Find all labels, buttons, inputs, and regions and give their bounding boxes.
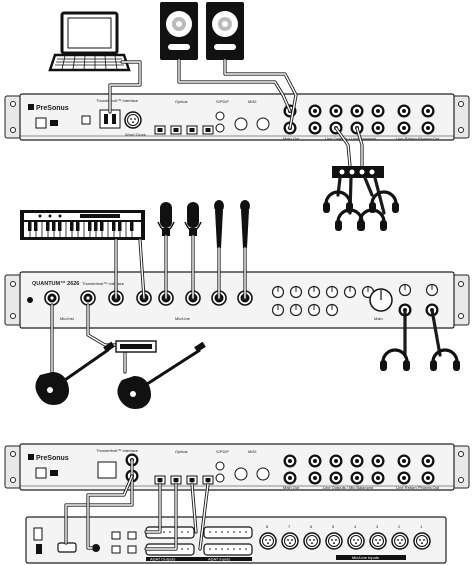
optical-label: Optical — [175, 99, 188, 104]
channel-number: 8 — [266, 524, 269, 529]
channel-number: 4 — [354, 524, 357, 529]
channel-number: 5 — [332, 524, 335, 529]
expander-unit: ADAT Outputs ADAT Inputs 8 7 6 5 4 3 2 1… — [25, 516, 447, 564]
top-rear-panel: PreSonus Thunderbolt™ Interface Word Clo… — [4, 93, 470, 141]
thunderbolt-label: Thunderbolt™ Interface — [96, 448, 139, 453]
electric-guitar-icon — [35, 341, 115, 405]
studio-monitor-icon — [206, 2, 244, 60]
midi-label: MIDI — [248, 449, 256, 454]
mic-line-label: Mic/Line — [175, 316, 191, 321]
laptop-icon — [48, 11, 131, 72]
channel-number: 1 — [420, 524, 423, 529]
adat-outputs-label: ADAT Outputs — [150, 557, 175, 562]
spdif-label: S/PDIF — [216, 99, 229, 104]
line-return-label: Line Return — [396, 136, 417, 141]
headphone-amp-icon — [332, 166, 384, 178]
bottom-rear-panel: PreSonus Thunderbolt™ Interface Optical … — [4, 443, 470, 491]
dynamic-mic-icon — [214, 200, 224, 248]
adat-inputs-label: ADAT Inputs — [208, 557, 230, 562]
phones-out-label: Phones Out — [418, 136, 440, 141]
headphones-icon — [428, 348, 462, 373]
channel-number: 6 — [310, 524, 313, 529]
channel-number: 3 — [376, 524, 379, 529]
studio-monitor-icon — [160, 2, 198, 60]
brand-logo: PreSonus — [36, 455, 69, 462]
mic-inst-label: Mic/Inst — [60, 316, 75, 321]
wordclock-label: Word Clock — [125, 132, 146, 137]
brand-logo: PreSonus — [36, 105, 69, 112]
main-label: Main — [374, 316, 383, 321]
thunderbolt-label: Thunderbolt™ Interface — [82, 281, 125, 286]
condenser-mic-icon — [184, 202, 202, 236]
phones-out-label: Phones Out — [418, 485, 440, 490]
line-outputs-label: Line Outputs / Mic Balanced — [323, 485, 373, 490]
presonus-logo-icon — [28, 104, 34, 110]
line-outputs-label: Line Outputs / Line Balanced — [325, 136, 376, 141]
thunderbolt-label: Thunderbolt™ Interface — [96, 98, 139, 103]
channel-number: 7 — [288, 524, 291, 529]
front-panel: QUANTUM™ 2626 Thunderbolt™ Interface Mic… — [4, 271, 470, 329]
line-return-label: Line Return — [396, 485, 417, 490]
channel-number: 2 — [398, 524, 401, 529]
mic-line-inputs-label: Mic/Line Inputs — [352, 555, 379, 560]
presonus-logo-icon — [28, 454, 34, 460]
di-box-icon — [115, 340, 157, 353]
bass-guitar-icon — [117, 341, 206, 409]
main-out-label: Main Out — [283, 136, 300, 141]
midi-label: MIDI — [248, 99, 256, 104]
main-out-label: Main Out — [283, 485, 300, 490]
spdif-label: S/PDIF — [216, 449, 229, 454]
keyboard-icon — [20, 210, 145, 240]
dynamic-mic-icon — [240, 200, 250, 248]
condenser-mic-icon — [157, 202, 175, 236]
model-label: QUANTUM™ 2626 — [32, 281, 79, 287]
optical-label: Optical — [175, 449, 188, 454]
